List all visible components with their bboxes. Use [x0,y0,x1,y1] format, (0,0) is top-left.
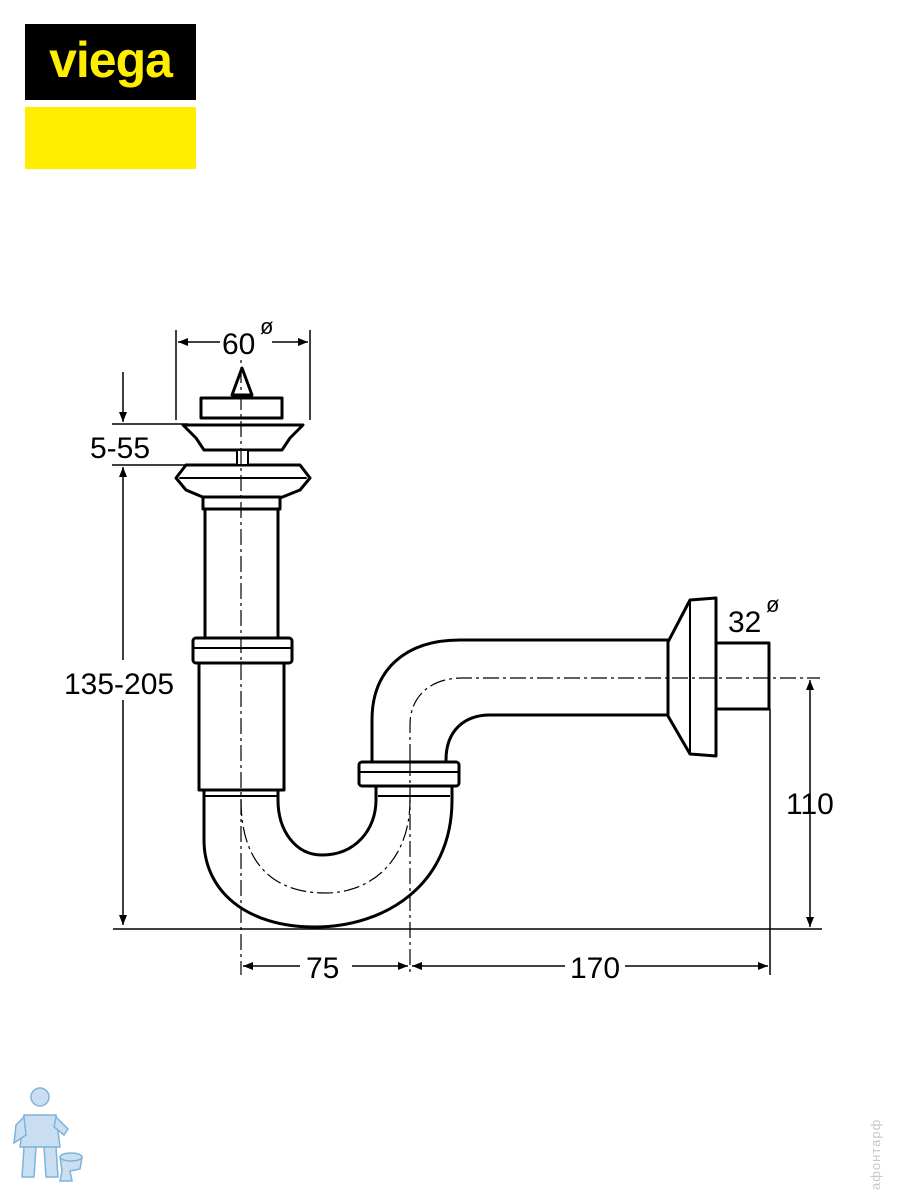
basin-flange [174,463,312,500]
watermark-text: aфонтарф [868,1118,883,1190]
label-outlet-height: 110 [786,788,834,821]
strainer-body [181,423,305,452]
label-outlet-length: 170 [570,952,620,985]
slip-nut-upper [191,636,294,665]
watermark: aфонтарф [868,1090,898,1190]
wall-rosette [666,596,718,758]
dimension-labels: 60 ø 5-55 135-205 32 ø 110 75 170 [62,314,834,985]
siphon-body [174,366,771,929]
logo-wordmark: viega [49,32,173,88]
u-bend [202,783,454,929]
outlet-bend [370,638,672,767]
logo-yellow-band [25,107,196,169]
logo-black-band: viega [25,24,196,100]
label-outlet-diameter: 32 [728,606,761,639]
label-inlet-adjustment: 5-55 [90,432,150,465]
strainer-handle [230,366,254,397]
label-outlet-diameter-symbol: ø [766,592,779,617]
slip-nut-lower [357,760,461,788]
label-trap-offset: 75 [306,952,339,985]
strainer-stem [236,449,249,466]
outlet-tail [714,641,771,711]
label-height-range: 135-205 [64,668,174,701]
viega-logo: viega [25,24,196,169]
center-lines [240,340,820,975]
label-strainer-diameter: 60 [222,328,255,361]
label-strainer-diameter-symbol: ø [260,314,273,339]
plumber-with-toilet-icon [13,1087,83,1182]
